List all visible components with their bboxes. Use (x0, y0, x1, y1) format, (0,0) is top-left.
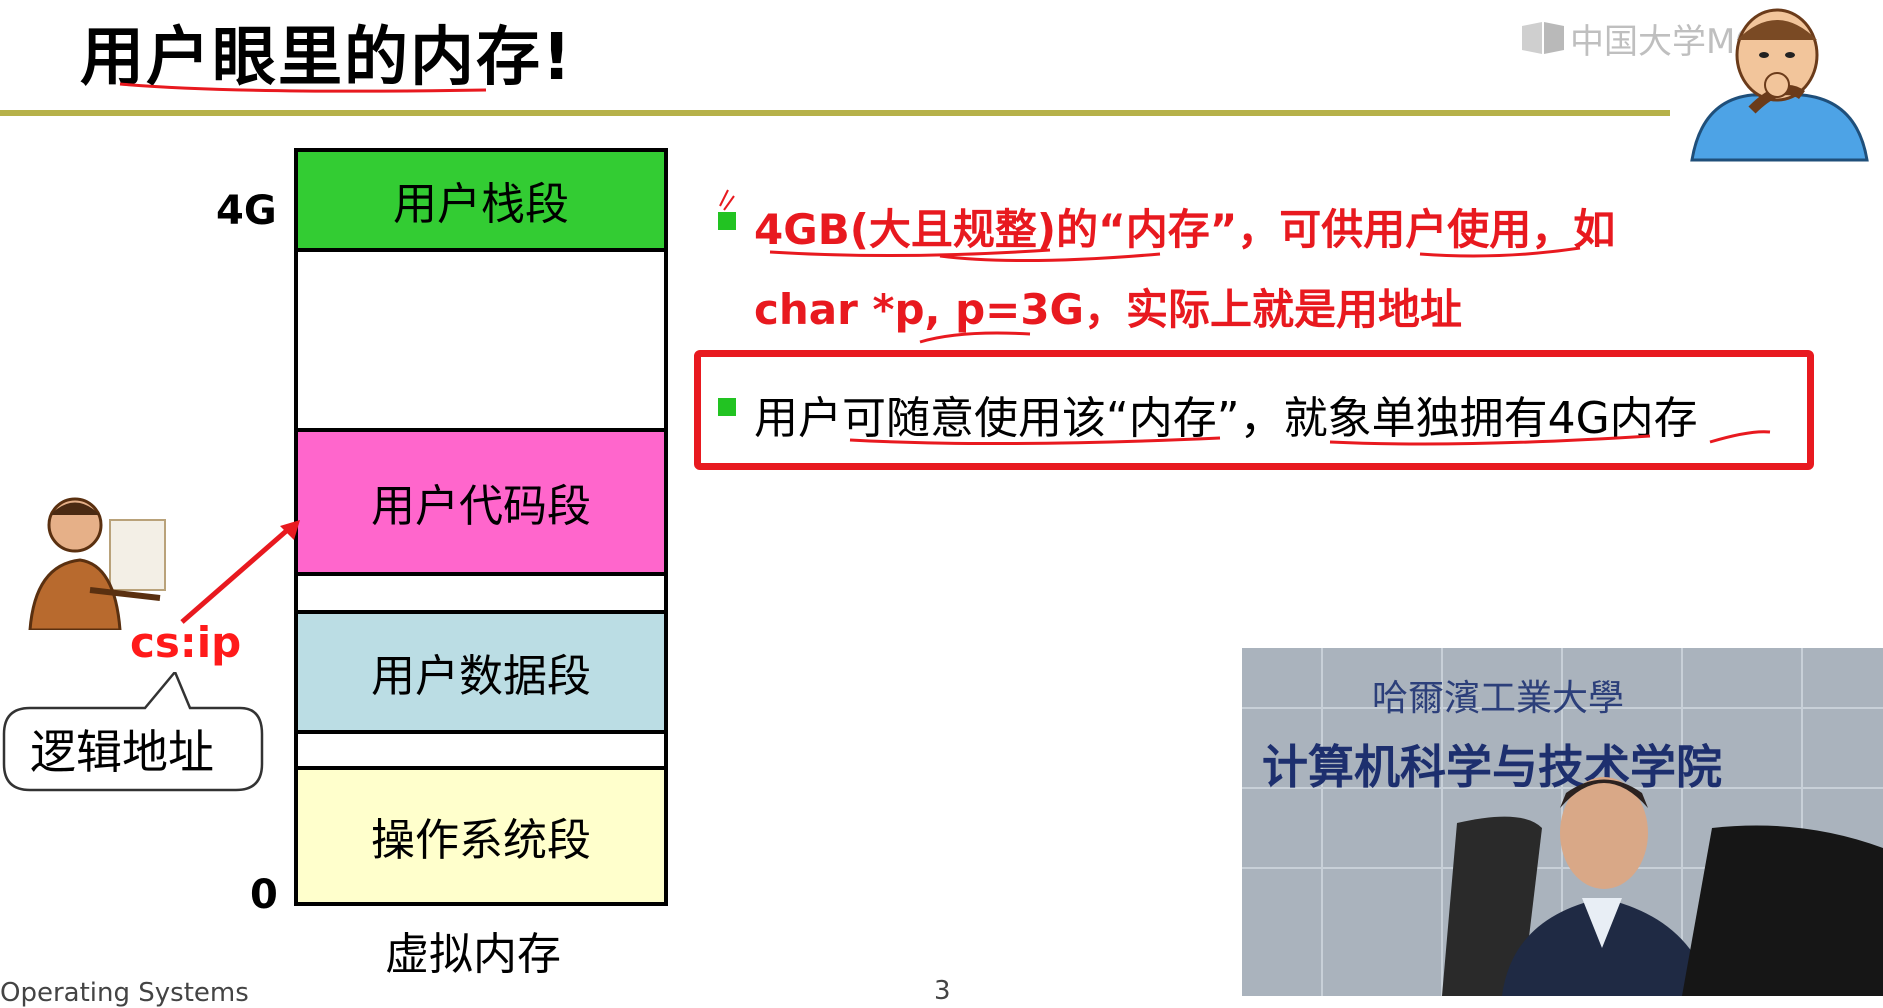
title-ink-underline (119, 82, 487, 93)
lecturer-video-inset: 哈爾濱工業大學 计算机科学与技术学院 (1242, 648, 1883, 996)
mooc-logo-icon (1522, 21, 1564, 54)
page-number: 3 (934, 976, 951, 1006)
ink-annotations (719, 189, 1771, 446)
free-region-middle (298, 576, 664, 614)
bubble-text: 逻辑地址 (30, 725, 214, 779)
bullet-marker-2 (718, 398, 736, 416)
bullet-marker-1 (718, 212, 736, 230)
footer-course-name: Operating Systems (0, 978, 249, 1008)
address-top-label: 4G (216, 188, 277, 234)
logical-address-bubble (2, 672, 264, 792)
lecturer-body (1502, 898, 1712, 996)
title-divider (0, 110, 1670, 116)
user-data-segment: 用户数据段 (298, 614, 664, 734)
lecturer-head (1560, 777, 1648, 889)
virtual-memory-diagram: 用户栈段 用户代码段 用户数据段 操作系统段 (294, 148, 668, 906)
free-region-upper (298, 252, 664, 432)
pointer-arrow-icon (180, 520, 300, 624)
os-segment: 操作系统段 (298, 770, 664, 902)
bullet-2-text: 用户可随意使用该“内存”，就象单独拥有4G内存 (754, 393, 1698, 444)
slide-title: 用户眼里的内存! (80, 21, 574, 95)
highlight-box (694, 350, 1814, 470)
user-stack-segment: 用户栈段 (298, 152, 664, 252)
user-code-segment: 用户代码段 (298, 432, 664, 576)
bullet-1-line-2: char *p, p=3G，实际上就是用地址 (754, 285, 1463, 334)
wall-text-top: 哈爾濱工業大學 (1372, 678, 1624, 719)
bullet-1-line-1: 4GB(大且规整)的“内存”，可供用户使用，如 (754, 205, 1616, 254)
cs-ip-label: cs:ip (130, 618, 242, 667)
wall-text-main: 计算机科学与技术学院 (1262, 740, 1722, 794)
thinker-cartoon-icon (1690, 8, 1869, 162)
lecturer-video-frame: 哈爾濱工業大學 计算机科学与技术学院 (1242, 648, 1883, 996)
programmer-cartoon-icon (28, 497, 166, 630)
diagram-caption: 虚拟内存 (385, 929, 561, 980)
address-bottom-label: 0 (250, 872, 278, 918)
free-region-lower (298, 734, 664, 770)
monitor (1682, 825, 1883, 996)
